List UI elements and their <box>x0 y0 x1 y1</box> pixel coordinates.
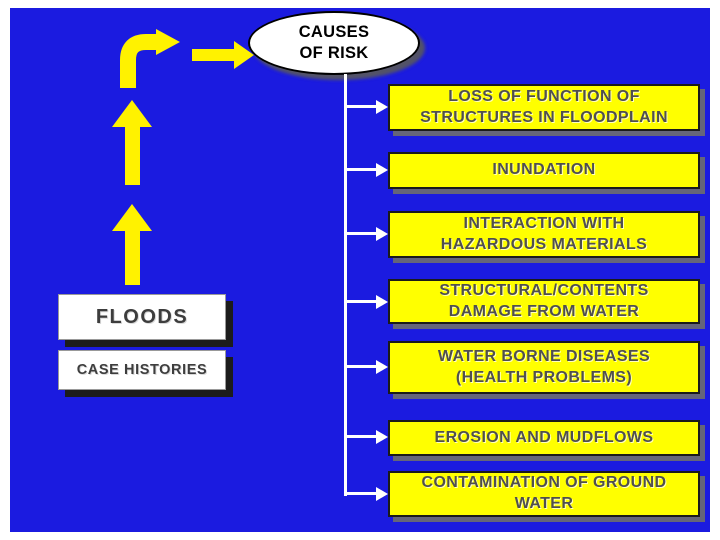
risk-box-label: INUNDATION <box>492 161 596 179</box>
flow-arrow-up-2 <box>112 204 152 285</box>
risk-box-water-borne-diseases: WATER BORNE DISEASES (HEALTH PROBLEMS) <box>388 341 700 394</box>
risk-box-label: CONTAMINATION OF GROUND WATER <box>421 474 667 512</box>
causes-of-risk-label: CAUSES OF RISK <box>298 23 370 62</box>
risk-box-label: LOSS OF FUNCTION OF STRUCTURES IN FLOODP… <box>420 87 668 126</box>
risk-box-label: INTERACTION WITH HAZARDOUS MATERIALS <box>440 214 648 253</box>
case-histories-label: CASE HISTORIES <box>76 362 208 378</box>
floods-box: FLOODS <box>58 294 226 340</box>
risk-box-label: EROSION AND MUDFLOWS <box>434 428 654 446</box>
risk-box-label: WATER BORNE DISEASES (HEALTH PROBLEMS) <box>437 347 651 386</box>
branch-arrow-icon <box>376 487 388 501</box>
branch-line <box>344 105 376 108</box>
arrow-head-icon <box>112 100 152 127</box>
risk-box-label: STRUCTURAL/CONTENTS DAMAGE FROM WATER <box>439 281 649 320</box>
arrow-shaft <box>124 127 140 185</box>
branch-arrow-icon <box>376 430 388 444</box>
branch-arrow-icon <box>376 100 388 114</box>
branch-arrow-icon <box>376 360 388 374</box>
connector-branch <box>344 227 388 241</box>
causes-of-risk-node: CAUSES OF RISK <box>248 11 420 75</box>
flow-arrow-up-1 <box>112 100 152 185</box>
arrow-shaft <box>192 49 234 61</box>
connector-branch <box>344 163 388 177</box>
case-histories-box: CASE HISTORIES <box>58 350 226 390</box>
connector-trunk <box>344 74 347 496</box>
flow-arrow-right <box>192 41 254 69</box>
connector-branch <box>344 360 388 374</box>
connector-branch <box>344 295 388 309</box>
connector-branch <box>344 430 388 444</box>
arrow-head-icon <box>112 204 152 231</box>
connector-branch <box>344 487 388 501</box>
branch-arrow-icon <box>376 295 388 309</box>
branch-arrow-icon <box>376 163 388 177</box>
risk-box-hazardous-materials: INTERACTION WITH HAZARDOUS MATERIALS <box>388 211 700 258</box>
connector-branch <box>344 100 388 114</box>
risk-box-erosion-mudflows: EROSION AND MUDFLOWS <box>388 420 700 456</box>
flow-arrow-curved <box>120 29 180 88</box>
risk-box-structural-damage: STRUCTURAL/CONTENTS DAMAGE FROM WATER <box>388 279 700 324</box>
branch-line <box>344 168 376 171</box>
risk-box-inundation: INUNDATION <box>388 152 700 189</box>
branch-line <box>344 492 376 495</box>
branch-line <box>344 365 376 368</box>
branch-arrow-icon <box>376 227 388 241</box>
floods-label: FLOODS <box>95 305 189 328</box>
arrow-shaft <box>124 231 140 285</box>
risk-box-ground-water-contamination: CONTAMINATION OF GROUND WATER <box>388 471 700 517</box>
branch-line <box>344 300 376 303</box>
branch-line <box>344 435 376 438</box>
risk-box-loss-of-function: LOSS OF FUNCTION OF STRUCTURES IN FLOODP… <box>388 84 700 131</box>
branch-line <box>344 232 376 235</box>
